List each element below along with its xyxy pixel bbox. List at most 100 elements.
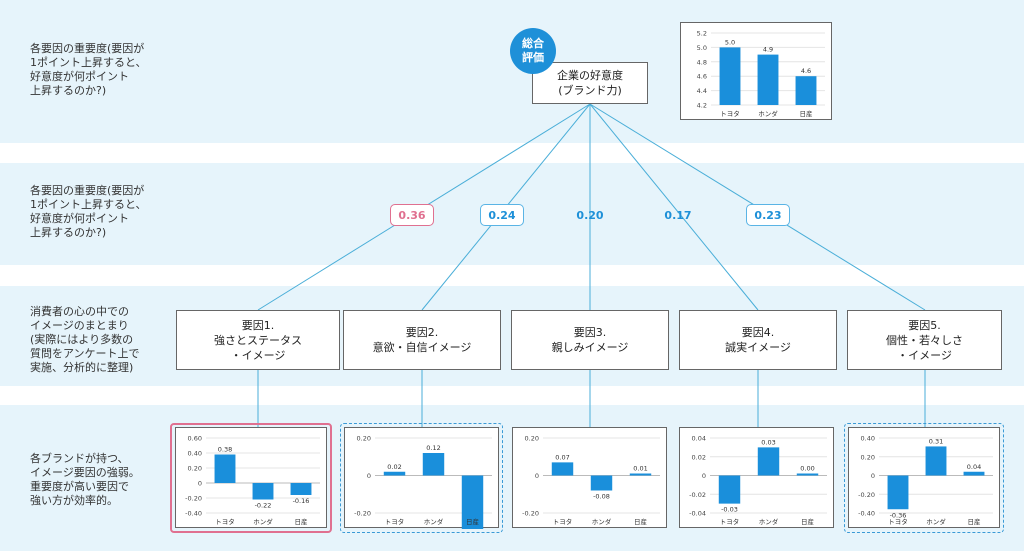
bar: [796, 473, 819, 476]
link-to-factor-4: [589, 103, 759, 311]
bar-value-label: 0.31: [929, 437, 943, 445]
y-tick-label: 0.40: [861, 435, 875, 443]
weight-factor-4: 0.17: [664, 208, 692, 222]
category-label: ホンダ: [758, 109, 778, 118]
factor-1-box: 要因1. 強さとステータス ・イメージ: [176, 310, 340, 370]
y-tick-label: -0.20: [858, 491, 875, 499]
y-tick-label: -0.20: [522, 510, 539, 518]
category-label: 日産: [295, 517, 309, 526]
y-tick-label: 0.04: [692, 435, 706, 443]
bar: [290, 483, 312, 495]
bar-value-label: 0.12: [426, 444, 440, 452]
row-label-brand-strength: 各ブランドが持つ、 イメージ要因の強弱。 重要度が高い要因で 強い方が効率的。: [30, 452, 140, 507]
category-label: ホンダ: [759, 517, 779, 526]
bar: [757, 447, 780, 476]
category-label: トヨタ: [215, 517, 235, 526]
bar: [461, 475, 484, 529]
bar-value-label: 0.00: [800, 465, 814, 473]
y-tick-label: 0: [535, 472, 539, 480]
category-label: 日産: [968, 517, 982, 526]
factor-4-box: 要因4. 誠実イメージ: [679, 310, 837, 370]
y-tick-label: -0.40: [185, 510, 202, 518]
bar-value-label: 0.38: [218, 446, 232, 454]
category-label: トヨタ: [720, 109, 740, 118]
factor-2-box: 要因2. 意欲・自信イメージ: [343, 310, 501, 370]
bar: [383, 471, 406, 476]
factor-3-brand-chart: 0.20 0 -0.20 0.07 トヨタ -0.08 ホンダ 0.01 日産: [512, 427, 667, 528]
bar: [551, 462, 574, 476]
highlight-frame-factor-1: [170, 423, 332, 533]
y-tick-label: -0.02: [689, 491, 706, 499]
y-tick-label: -0.40: [858, 510, 875, 518]
overall-favorability-box: 企業の好意度 (ブランド力): [532, 62, 648, 104]
bar-value-label: 0.07: [555, 453, 569, 461]
weight-factor-3: 0.20: [576, 208, 604, 222]
factor-5-box: 要因5. 個性・若々しさ ・イメージ: [847, 310, 1002, 370]
category-label: ホンダ: [926, 517, 946, 526]
y-tick-label: 0.60: [188, 435, 202, 443]
y-tick-label: 0.02: [692, 453, 706, 461]
category-label: 日産: [634, 517, 648, 526]
y-tick-label: 0: [702, 472, 706, 480]
weight-factor-2: 0.24: [480, 204, 524, 226]
band-overall: [0, 0, 1024, 143]
row-label-factors: 消費者の心の中での イメージのまとまり (実際にはより多数の 質問をアンケート上…: [30, 305, 140, 374]
bar-value-label: 0.02: [387, 463, 401, 471]
dashed-frame-factor-5: [844, 423, 1004, 533]
bar: [719, 47, 741, 105]
category-label: 日産: [800, 109, 814, 118]
y-tick-label: 0.20: [357, 435, 371, 443]
bar-value-label: -0.08: [593, 493, 610, 501]
y-tick-label: -0.20: [185, 495, 202, 503]
bar-value-label: 5.0: [725, 38, 735, 46]
y-tick-label: 0: [367, 472, 371, 480]
category-label: 日産: [466, 517, 480, 526]
weight-factor-1: 0.36: [390, 204, 434, 226]
row-label-weights: 各要因の重要度(要因が 1ポイント上昇すると、 好意度が何ポイント 上昇するのか…: [30, 184, 147, 239]
bar-value-label: 0.03: [761, 438, 775, 446]
overall-evaluation-badge: 総合 評価: [510, 28, 556, 74]
y-tick-label: 4.6: [697, 73, 707, 81]
bar-value-label: -0.36: [890, 511, 907, 519]
category-label: トヨタ: [720, 517, 740, 526]
category-label: ホンダ: [424, 517, 444, 526]
row-label-overall: 各要因の重要度(要因が 1ポイント上昇すると、 好意度が何ポイント 上昇するのか…: [30, 42, 147, 97]
bar: [925, 446, 947, 476]
y-tick-label: 0: [198, 480, 202, 488]
y-tick-label: 5.2: [697, 30, 707, 38]
dashed-frame-factor-2: [340, 423, 503, 533]
bar-value-label: 4.9: [763, 46, 773, 54]
bar-value-label: -0.03: [721, 506, 738, 514]
bar: [887, 475, 909, 510]
category-label: トヨタ: [385, 517, 405, 526]
weight-factor-5: 0.23: [746, 204, 790, 226]
bar-value-label: -0.22: [255, 502, 272, 510]
y-tick-label: 0.20: [188, 465, 202, 473]
y-tick-label: 0.20: [861, 453, 875, 461]
bar: [795, 76, 817, 105]
y-tick-label: 4.4: [697, 87, 707, 95]
bar: [252, 483, 274, 500]
bar: [214, 454, 236, 483]
y-tick-label: -0.20: [354, 510, 371, 518]
y-tick-label: -0.04: [689, 510, 706, 518]
bar: [963, 471, 985, 476]
category-label: トヨタ: [553, 517, 573, 526]
category-label: トヨタ: [888, 517, 908, 526]
y-tick-label: 0.20: [525, 435, 539, 443]
category-label: ホンダ: [253, 517, 273, 526]
y-tick-label: 0: [871, 472, 875, 480]
bar-value-label: 0.01: [633, 465, 647, 473]
bar: [590, 475, 613, 491]
category-label: ホンダ: [592, 517, 612, 526]
factor-3-box: 要因3. 親しみイメージ: [511, 310, 669, 370]
y-tick-label: 4.2: [697, 102, 707, 110]
bar-value-label: 0.04: [967, 463, 981, 471]
bar: [629, 473, 652, 476]
bar: [718, 475, 741, 504]
